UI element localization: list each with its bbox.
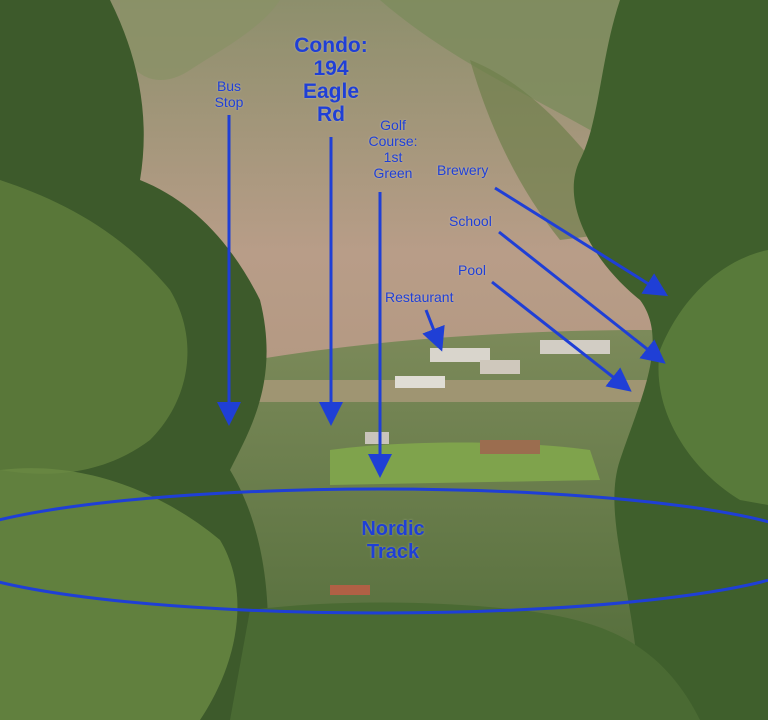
right-pine-foliage	[658, 250, 768, 505]
golf-course	[330, 442, 600, 485]
restaurant-label: Restaurant	[385, 289, 454, 305]
school-arrow	[498, 230, 666, 364]
condo-label-line: Eagle	[302, 80, 360, 104]
brewery-arrow	[494, 186, 669, 297]
golf-label-line: 1st	[383, 149, 403, 166]
bus-stop-label-line: Stop	[214, 94, 244, 111]
nordic-label-line: Nordic	[361, 518, 425, 540]
building	[480, 440, 540, 454]
building	[480, 360, 520, 374]
nordic-label-line: Track	[366, 541, 420, 563]
pool-arrow	[491, 280, 632, 392]
bus-stop-label: Bus Stop	[200, 78, 258, 110]
pool-label: Pool	[458, 262, 487, 278]
brewery-label: Brewery	[437, 162, 489, 178]
bus-stop-label-line: Bus	[216, 78, 242, 94]
nordic-track-label: Nordic Track	[340, 518, 446, 564]
condo-label-line: 194	[313, 57, 349, 81]
roof	[330, 585, 370, 595]
golf-label-line: Course:	[368, 133, 418, 150]
nordic-track-outline	[0, 487, 768, 615]
highway	[240, 380, 660, 402]
golf-label-line: Golf	[380, 117, 406, 133]
building	[395, 376, 445, 388]
golf-course-label: Golf Course: 1st Green	[356, 117, 430, 181]
condo-label: Condo: 194 Eagle Rd	[276, 34, 386, 126]
school-label: School	[449, 213, 492, 229]
condo-label-line: Rd	[317, 103, 345, 127]
golf-label-line: Green	[373, 165, 413, 182]
upper-left-slope	[120, 0, 280, 80]
left-lower-foliage	[0, 468, 238, 720]
building	[365, 432, 389, 444]
left-pine-foliage	[0, 180, 188, 474]
building	[430, 348, 490, 362]
condo-label-line: Condo:	[294, 34, 368, 57]
bottom-foliage	[230, 602, 700, 720]
restaurant-arrow	[422, 309, 445, 352]
